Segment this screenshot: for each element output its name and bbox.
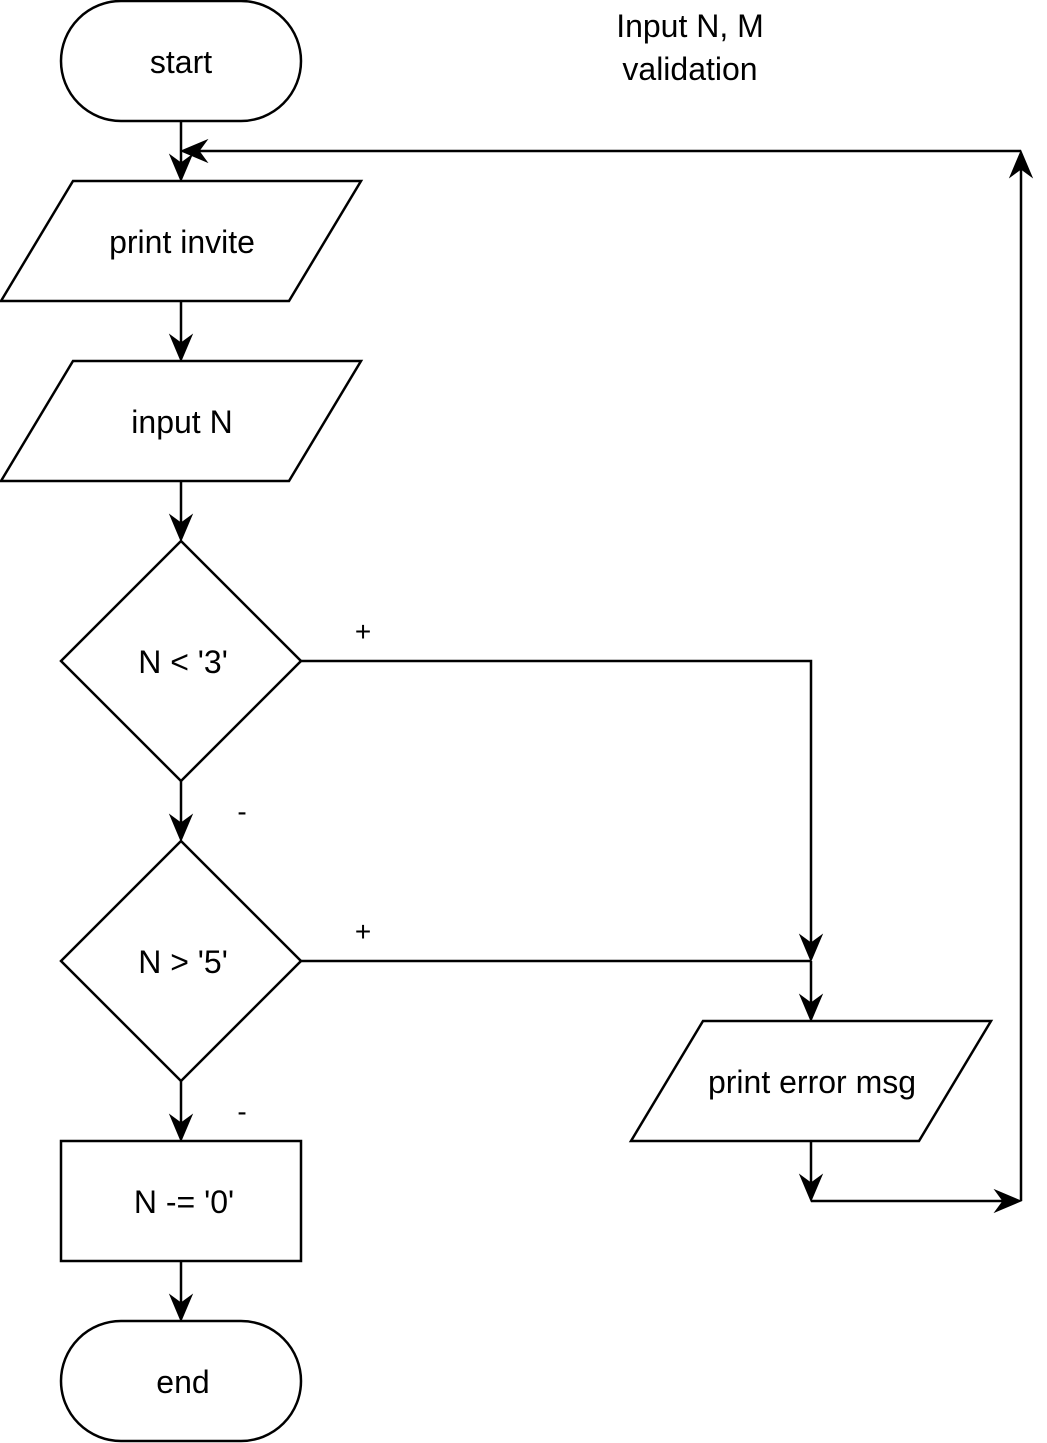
arrowhead-error-down bbox=[798, 1173, 824, 1203]
convert-label: N -= '0' bbox=[134, 1184, 234, 1220]
print-invite-node bbox=[0, 179, 364, 303]
input-n-node bbox=[0, 359, 364, 483]
check-gt-5-label: N > '5' bbox=[138, 944, 228, 980]
end-label: end bbox=[156, 1364, 209, 1400]
arrowhead-check-gt-5 bbox=[168, 813, 194, 843]
edge-label-lt-3-no: - bbox=[237, 796, 246, 827]
edge-label-gt-5-no: - bbox=[237, 1096, 246, 1127]
diagram-title-line-1: Input N, M bbox=[616, 8, 764, 44]
edge-label-lt-3-yes: + bbox=[355, 616, 371, 647]
arrowhead-check-lt-3 bbox=[168, 513, 194, 543]
start-label: start bbox=[150, 44, 212, 80]
arrowhead-error-right bbox=[993, 1188, 1023, 1214]
arrowhead-convert bbox=[168, 1113, 194, 1143]
arrowhead-end bbox=[168, 1293, 194, 1323]
arrowhead-print-invite bbox=[168, 153, 194, 183]
check-gt-5-node bbox=[59, 839, 303, 1083]
print-error-node bbox=[628, 1019, 994, 1143]
edge-label-gt-5-yes: + bbox=[355, 916, 371, 947]
input-n-label: input N bbox=[131, 404, 232, 440]
start-node bbox=[59, 0, 303, 123]
arrowhead-junction bbox=[798, 933, 824, 963]
arrowhead-loop-up bbox=[1008, 149, 1034, 179]
arrowhead-print-error bbox=[798, 993, 824, 1023]
convert-node bbox=[59, 1139, 303, 1263]
end-node bbox=[59, 1319, 303, 1443]
diagram-title-line-2: validation bbox=[622, 51, 757, 87]
check-lt-3-node bbox=[59, 539, 303, 783]
check-lt-3-label: N < '3' bbox=[138, 644, 228, 680]
print-invite-label: print invite bbox=[109, 224, 255, 260]
edge-check-lt-3-yes bbox=[301, 659, 813, 946]
arrowhead-loop-back bbox=[179, 138, 209, 164]
print-error-label: print error msg bbox=[708, 1064, 916, 1100]
arrowhead-input-n bbox=[168, 333, 194, 363]
